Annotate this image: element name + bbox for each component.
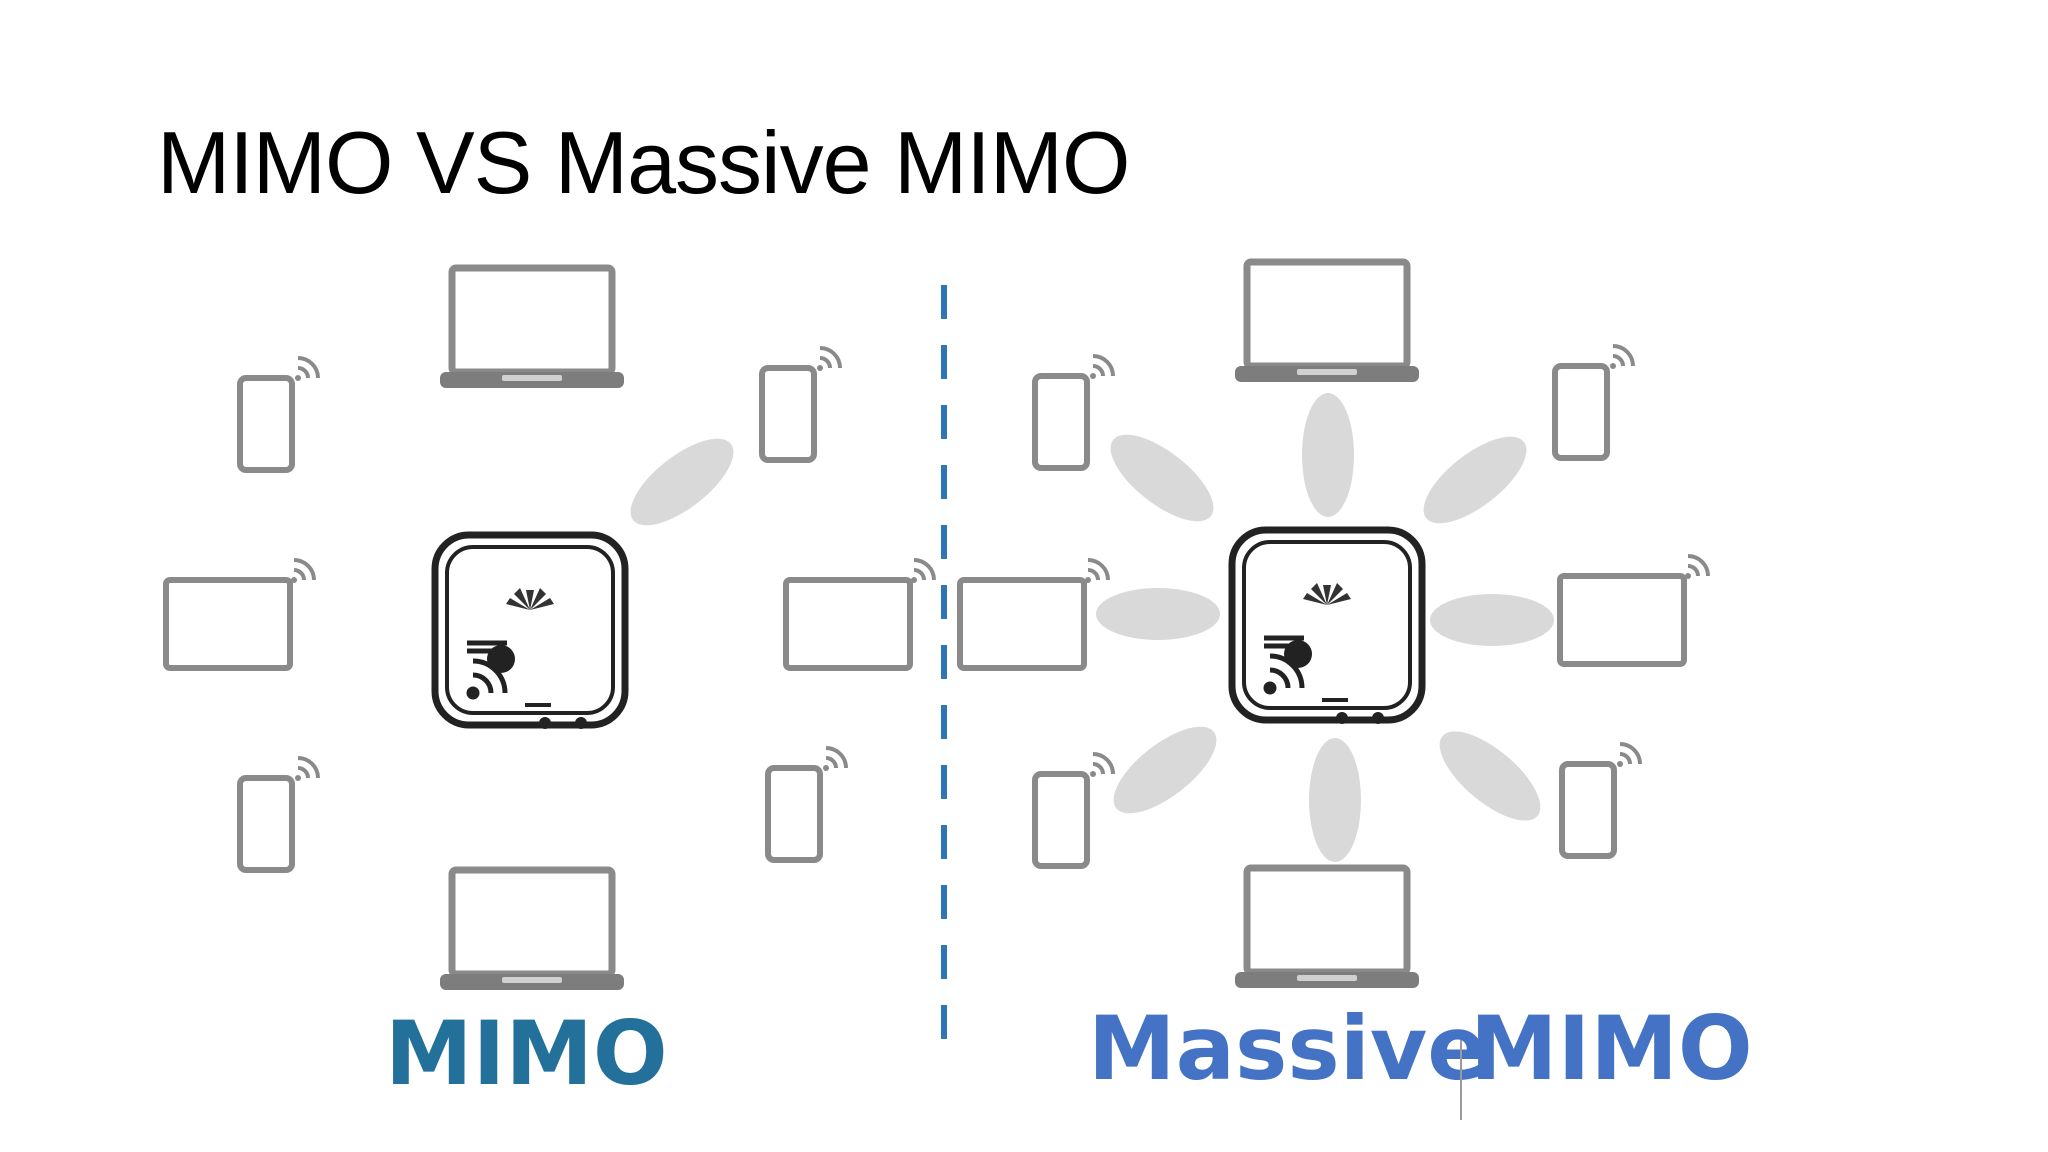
laptop-icon [1235, 262, 1419, 382]
phone-icon [240, 358, 318, 470]
signal-beam [1302, 393, 1354, 517]
laptop-icon [440, 870, 624, 990]
laptop-icon [1235, 868, 1419, 988]
text-cursor [1460, 1040, 1462, 1120]
massive-mimo-label: MIMO [1470, 997, 1753, 1100]
router-icon [1232, 530, 1422, 724]
signal-beam [1100, 711, 1230, 829]
signal-beam [1096, 588, 1220, 640]
signal-beam [1309, 738, 1361, 862]
router-icon [435, 535, 625, 729]
tablet-icon [1560, 556, 1708, 664]
phone-icon [768, 748, 846, 860]
signal-beam [1430, 594, 1554, 646]
signal-beam [1425, 716, 1555, 836]
slide-title: MIMO VS Massive MIMO [157, 113, 1130, 212]
massive-mimo-panel [960, 262, 1708, 988]
laptop-icon [440, 268, 624, 388]
mimo-panel [166, 268, 934, 990]
phone-icon [762, 348, 840, 460]
tablet-icon [166, 560, 314, 668]
signal-beam [1410, 421, 1540, 539]
tablet-icon [960, 560, 1108, 668]
signal-beam [617, 423, 747, 541]
mimo-label: MIMO [385, 1002, 668, 1105]
signal-beam [1097, 419, 1227, 537]
phone-icon [1555, 346, 1633, 458]
phone-icon [1035, 356, 1113, 468]
phone-icon [1035, 754, 1113, 866]
tablet-icon [786, 560, 934, 668]
phone-icon [240, 758, 318, 870]
phone-icon [1562, 744, 1640, 856]
massive-label: Massive [1088, 997, 1487, 1100]
